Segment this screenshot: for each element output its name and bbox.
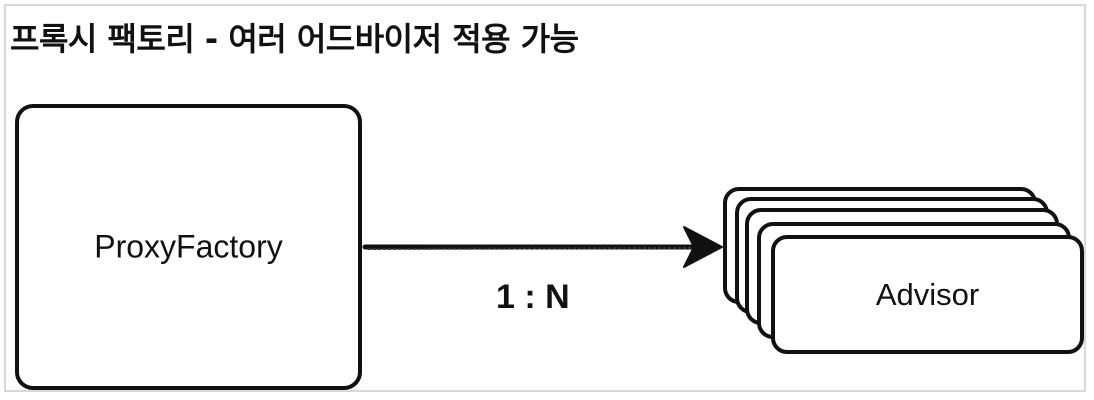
proxy-factory-label: ProxyFactory xyxy=(94,228,283,265)
proxy-factory-box: ProxyFactory xyxy=(15,104,362,390)
page-title: 프록시 팩토리 - 여러 어드바이저 적용 가능 xyxy=(10,20,579,58)
advisor-label: Advisor xyxy=(875,276,980,312)
advisor-card-front: Advisor xyxy=(771,235,1084,354)
cardinality-label: 1 : N xyxy=(496,278,570,316)
